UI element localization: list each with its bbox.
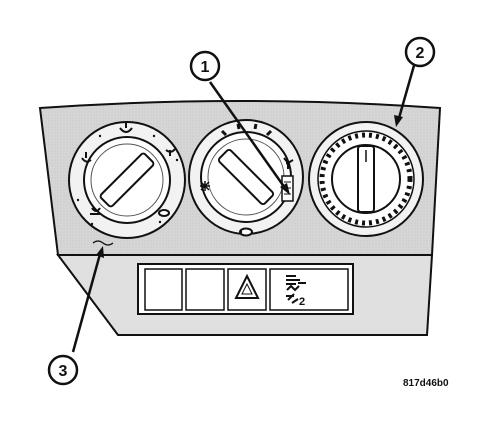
heated-seat-level-label: 2	[299, 296, 305, 308]
callout-3: 3	[47, 354, 79, 386]
rear-defrost-icon	[286, 275, 306, 285]
callout-2: 2	[404, 36, 436, 68]
leader-arrow-1	[208, 81, 290, 195]
leader-arrow-3	[71, 246, 104, 353]
leader-arrow-2	[394, 61, 417, 127]
ac-snowflake-icon	[200, 181, 210, 191]
defrost-vent-icon	[119, 122, 133, 133]
face-vent-icon	[81, 152, 92, 163]
callout-1: 1	[189, 50, 221, 82]
temperature-control-knob[interactable]	[308, 121, 424, 237]
hazard-switch[interactable]	[227, 268, 267, 311]
blank-switch-middle	[185, 268, 225, 311]
figure-code: 817d46b0	[403, 378, 449, 389]
blower-control-knob[interactable]	[188, 119, 304, 235]
heated-seat-icon	[286, 284, 300, 304]
callout-1-label: 1	[201, 59, 210, 76]
fan-icon	[283, 157, 294, 169]
recirculation-icon	[158, 209, 170, 217]
windshield-defrost-icon	[90, 207, 101, 215]
hazard-triangle-icon	[234, 273, 260, 299]
recirculation-icon	[239, 227, 253, 237]
rear-defrost-heated-seat-switch[interactable]: 2	[269, 268, 349, 311]
callout-3-label: 3	[59, 363, 68, 380]
floor-icon	[165, 148, 176, 156]
callout-2-label: 2	[416, 45, 425, 62]
mode-control-knob[interactable]	[68, 121, 186, 239]
blank-switch-left	[144, 268, 183, 311]
panel-seam-mark	[92, 240, 114, 246]
